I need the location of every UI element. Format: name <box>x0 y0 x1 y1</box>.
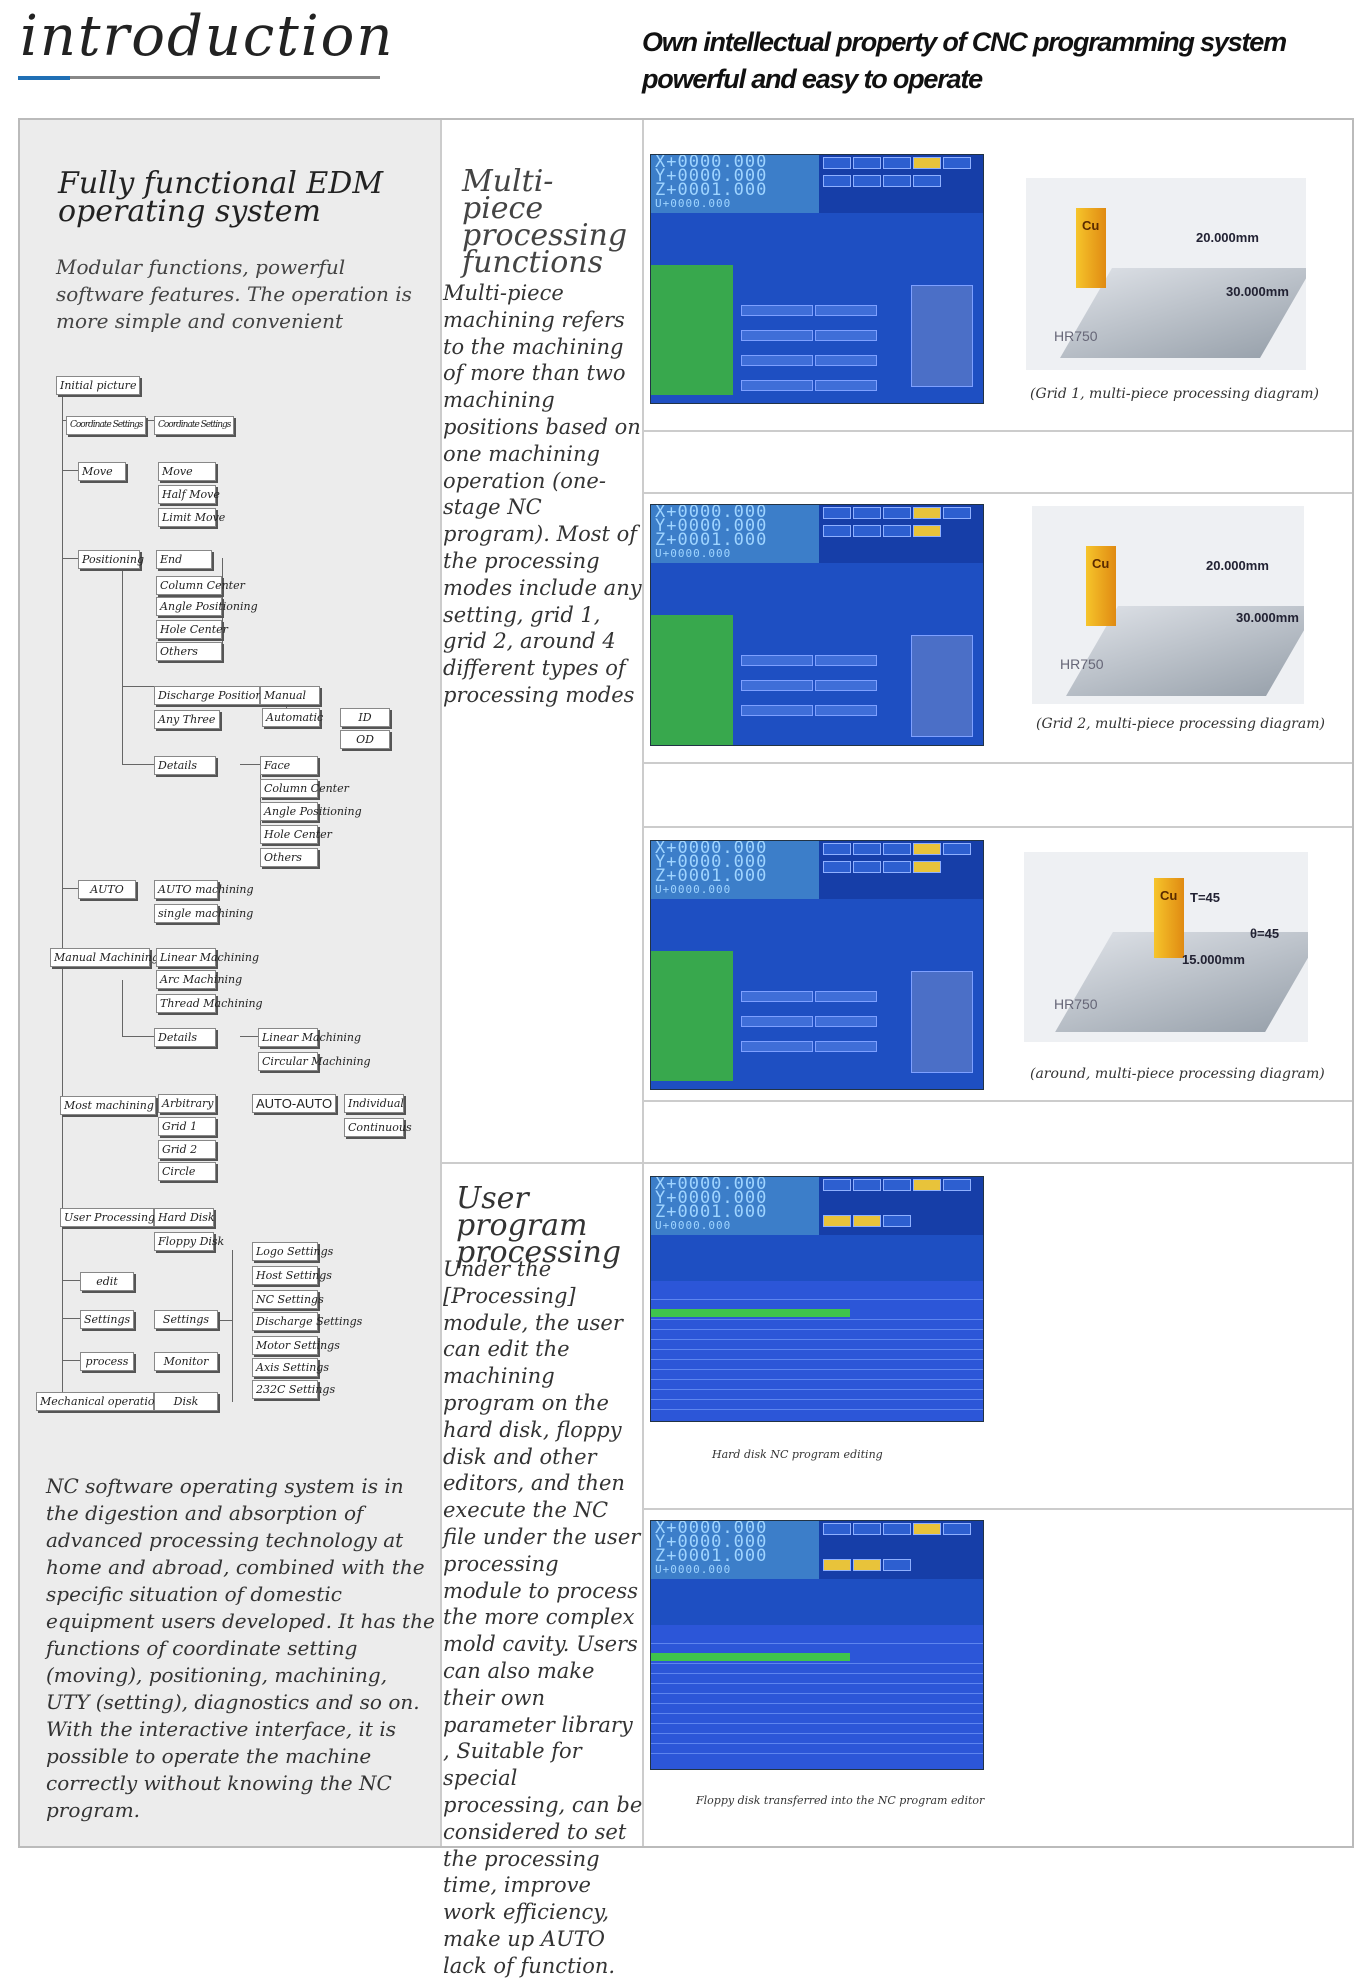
column-divider-2 <box>642 120 644 1846</box>
tree-settings-sub-1: Logo Settings <box>252 1242 333 1261</box>
edm-heading: Fully functional EDM operating system <box>58 166 384 229</box>
tree-auto-auto-sub-2: Continuous <box>344 1118 412 1137</box>
tree-manual-machining-sub-2: Arc Machining <box>156 970 242 989</box>
tree-initial-picture: Initial picture <box>56 376 141 395</box>
tree-any-three: Any Three <box>154 710 220 729</box>
tree-manual-machining-sub-3: Thread Machining <box>156 994 263 1013</box>
caption-grid-2: (Grid 2, multi-piece processing diagram) <box>1036 716 1325 732</box>
content-frame <box>18 118 1354 1848</box>
tree-settings-sub-6: Axis Settings <box>252 1358 329 1377</box>
tree-details-sub-5: Others <box>260 848 318 867</box>
tree-auto-auto: AUTO-AUTO <box>252 1094 337 1113</box>
tree-id: ID <box>340 708 390 727</box>
tree-auto-auto-sub-1: Individual <box>344 1094 404 1113</box>
tree-move-sub-3: Limit Move <box>158 508 225 527</box>
row-divider-7 <box>644 1508 1352 1510</box>
left-panel <box>20 120 440 1846</box>
nc-description: NC software operating system is in the d… <box>46 1474 435 1822</box>
tree-positioning-sub-1: End <box>156 550 212 569</box>
tree-manual: Manual <box>260 686 320 705</box>
tree-details: Details <box>154 756 216 775</box>
row-divider-3 <box>644 762 1352 764</box>
tree-automatic: Automatic <box>262 708 323 727</box>
tree-mechanical-operation: Mechanical operation <box>36 1392 162 1411</box>
tagline: Own intellectual property of CNC program… <box>642 27 1287 94</box>
user-program-heading: User program processing <box>456 1181 622 1270</box>
caption-grid-1: (Grid 1, multi-piece processing diagram) <box>1030 386 1319 402</box>
tree-move-sub-2: Half Move <box>158 485 220 504</box>
tree-user-processing: User Processing <box>60 1208 155 1227</box>
tree-most-sub-2: Grid 1 <box>158 1117 216 1136</box>
menu-tree-diagram: Initial picture Coordinate Settings Coor… <box>0 0 440 1440</box>
caption-floppy-disk: Floppy disk transferred into the NC prog… <box>696 1794 985 1807</box>
around-diagram: Cu T=45 θ=45 15.000mm HR750 <box>1024 852 1308 1042</box>
tree-user-sub-1: Hard Disk <box>154 1208 215 1227</box>
tree-positioning-sub-2: Column Center <box>156 576 245 595</box>
tree-settings-sub-3: NC Settings <box>252 1290 324 1309</box>
tree-settings-sub-2: Host Settings <box>252 1266 332 1285</box>
tree-details-sub-2: Column Center <box>260 779 349 798</box>
row-divider-6 <box>644 1162 1352 1164</box>
tree-details-sub-3: Angle Positioning <box>260 802 362 821</box>
tree-move-sub-1: Move <box>158 462 216 481</box>
edm-intro: Modular functions, powerful software fea… <box>56 255 412 333</box>
tree-most-sub-1: Arbitrary <box>158 1094 216 1113</box>
row-divider-4 <box>644 826 1352 828</box>
tree-details-sub-4: Hole Center <box>260 825 332 844</box>
row-divider-1 <box>644 430 1352 432</box>
tree-positioning-sub-5: Others <box>156 642 222 661</box>
grid-2-diagram: Cu 20.000mm 30.000mm HR750 <box>1032 506 1304 704</box>
row-divider-2 <box>644 492 1352 494</box>
middle-divider <box>440 1162 644 1164</box>
tree-most-sub-4: Circle <box>158 1162 216 1181</box>
tree-coordinate-settings-2: Coordinate Settings <box>154 416 235 435</box>
tree-auto: AUTO <box>78 880 136 899</box>
caption-around: (around, multi-piece processing diagram) <box>1030 1066 1325 1082</box>
tree-user-sub-2: Floppy Disk <box>154 1232 224 1251</box>
caption-hard-disk: Hard disk NC program editing <box>712 1448 883 1461</box>
tree-disk: Disk <box>154 1392 218 1411</box>
tree-details-2-sub-2: Circular Machining <box>258 1052 371 1071</box>
tree-settings-sub-4: Discharge Settings <box>252 1312 362 1331</box>
multi-piece-text: Multi-piece machining refers to the mach… <box>443 281 642 707</box>
row-divider-5 <box>644 1100 1352 1102</box>
column-divider-1 <box>440 120 442 1846</box>
tree-process: process <box>80 1352 134 1371</box>
tree-details-2-sub-1: Linear Machining <box>258 1028 361 1047</box>
grid-1-diagram: Cu 20.000mm 30.000mm HR750 <box>1026 178 1306 370</box>
tree-od: OD <box>340 730 390 749</box>
tree-manual-machining: Manual Machining <box>50 948 159 967</box>
tree-auto-sub-1: AUTO machining <box>154 880 254 899</box>
user-program-text: Under the [Processing] module, the user … <box>443 1257 643 1978</box>
tree-monitor: Monitor <box>154 1352 218 1371</box>
tree-auto-sub-2: single machining <box>154 904 253 923</box>
multi-piece-heading: Multi-piece processing functions <box>462 164 628 280</box>
tree-coordinate-settings: Coordinate Settings <box>66 416 147 435</box>
tree-edit: edit <box>80 1272 134 1291</box>
page-title: introduction <box>20 4 395 69</box>
tree-most-sub-3: Grid 2 <box>158 1140 216 1159</box>
tree-manual-machining-sub-1: Linear Machining <box>156 948 259 967</box>
tree-discharge-position: Discharge Position <box>154 686 262 705</box>
title-accent-bar <box>18 76 70 80</box>
tree-settings-sub-5: Motor Settings <box>252 1336 340 1355</box>
tree-settings-sub-7: 232C Settings <box>252 1380 335 1399</box>
tree-most-machining: Most machining <box>60 1096 156 1115</box>
tree-move: Move <box>78 462 126 481</box>
tree-positioning-sub-3: Angle Positioning <box>156 597 258 616</box>
tree-positioning: Positioning <box>78 550 144 569</box>
tree-positioning-sub-4: Hole Center <box>156 620 228 639</box>
title-underline <box>18 76 380 79</box>
tree-details-2: Details <box>154 1028 216 1047</box>
tree-settings-2: Settings <box>154 1310 218 1329</box>
tree-settings: Settings <box>80 1310 134 1329</box>
tree-details-sub-1: Face <box>260 756 318 775</box>
